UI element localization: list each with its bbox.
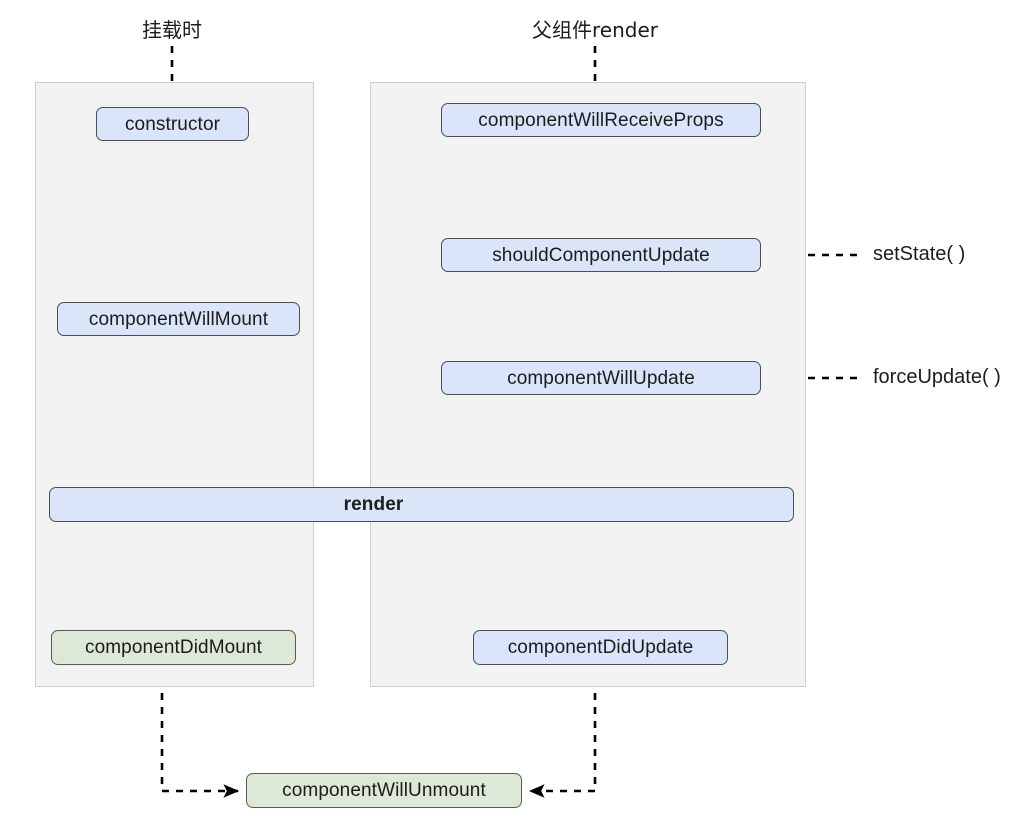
mounting-panel [35, 82, 314, 687]
node-component-did-mount-label: componentDidMount [84, 637, 263, 658]
set-state-label: setState( ) [873, 243, 966, 265]
node-should-component-update-label: shouldComponentUpdate [492, 244, 710, 266]
node-component-did-update-label: componentDidUpdate [507, 637, 694, 658]
node-component-will-receive-props[interactable]: componentWillReceiveProps [441, 103, 761, 137]
node-component-will-unmount-label: componentWillUnmount [282, 780, 486, 801]
node-constructor[interactable]: constructor [96, 107, 249, 141]
node-component-will-update-label: componentWillUpdate [507, 367, 695, 389]
node-component-will-receive-props-label: componentWillReceiveProps [478, 109, 724, 131]
mount-entry-label: 挂载时 [142, 18, 202, 42]
node-component-will-mount[interactable]: componentWillMount [57, 302, 300, 336]
node-component-will-update[interactable]: componentWillUpdate [441, 361, 761, 395]
parent-render-entry-label: 父组件render [532, 18, 658, 42]
node-render-label: render [343, 494, 404, 515]
node-component-did-mount[interactable]: componentDidMount [51, 630, 296, 665]
node-constructor-label: constructor [124, 113, 221, 135]
force-update-label: forceUpdate( ) [873, 366, 1001, 388]
node-component-will-unmount[interactable]: componentWillUnmount [246, 773, 522, 808]
node-component-will-mount-label: componentWillMount [88, 308, 269, 330]
node-render[interactable]: render [49, 487, 794, 522]
node-component-did-update[interactable]: componentDidUpdate [473, 630, 728, 665]
node-should-component-update[interactable]: shouldComponentUpdate [441, 238, 761, 272]
